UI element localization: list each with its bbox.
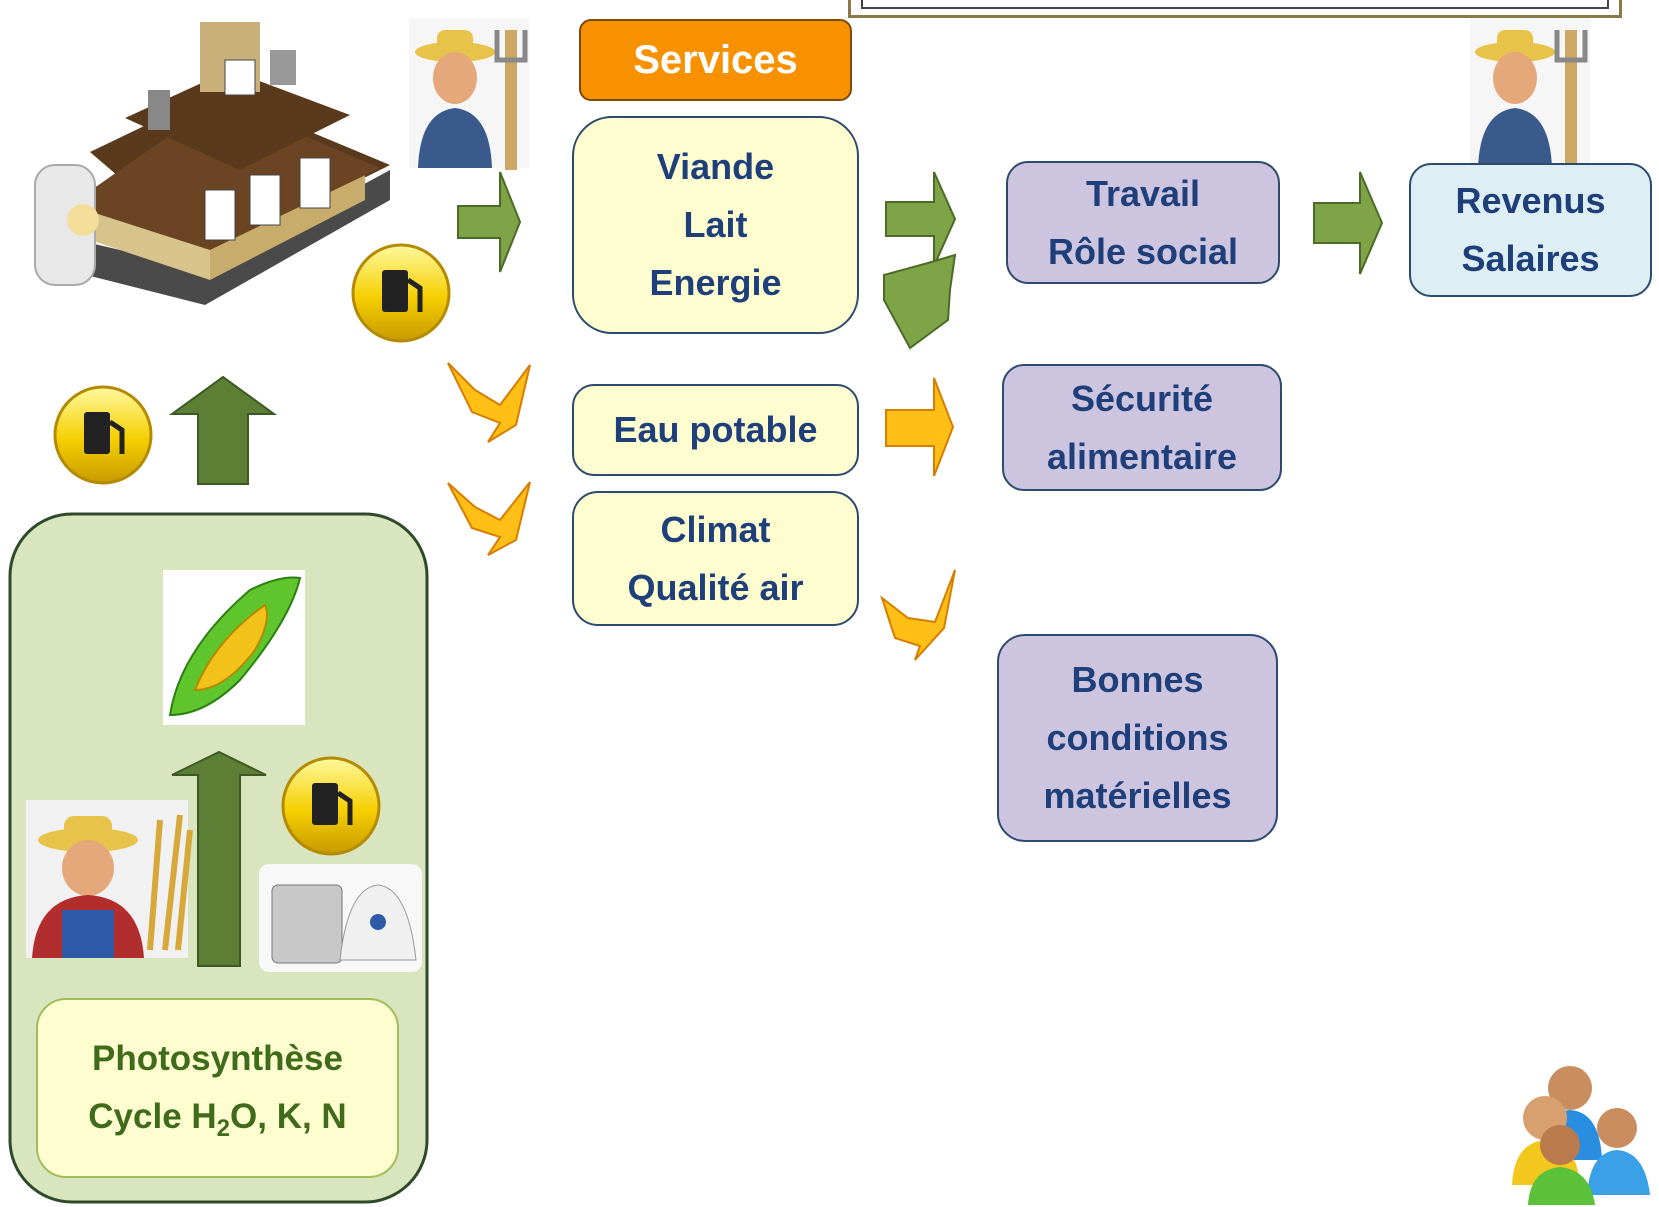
arrow-production-diagonal (883, 253, 957, 350)
security-label: Sécurité (1070, 377, 1214, 419)
production-box: Viande Lait Energie (572, 116, 859, 334)
material-label: matérielles (1043, 775, 1232, 816)
cycle-prefix: Cycle H (88, 1097, 217, 1136)
farmer-icon (409, 18, 529, 170)
food-label: alimentaire (1046, 435, 1238, 477)
fuel-icon (281, 756, 381, 856)
farmer-wheat-icon (26, 800, 193, 958)
living-conditions-box: Bonnes conditions matérielles (997, 634, 1278, 842)
social-role-label: Rôle social (1047, 230, 1239, 272)
air-quality-label: Qualité air (627, 566, 804, 608)
good-label: Bonnes (1071, 659, 1204, 700)
arrow-production-to-work (885, 171, 957, 267)
nutrient-cycle-label: Cycle H2O, K, N (88, 1088, 346, 1146)
arrow-water-to-security (885, 377, 955, 477)
farm-building-icon (34, 22, 390, 305)
fuel-icon (351, 243, 451, 343)
water-box: Eau potable (572, 384, 859, 476)
income-box: Revenus Salaires (1409, 163, 1652, 297)
top-banner (848, 0, 1622, 18)
up-arrow-crop (171, 750, 267, 967)
production-milk: Lait (683, 204, 748, 245)
arrow-farm-to-production (457, 171, 522, 273)
cycle-subscript: 2 (216, 1115, 231, 1142)
salaries-label: Salaires (1461, 238, 1600, 279)
fertilizer-bags-icon (259, 864, 422, 972)
services-label: Services (579, 19, 852, 101)
conditions-label: conditions (1046, 717, 1229, 758)
arrow-work-to-income (1313, 171, 1384, 275)
work-label: Travail (1085, 172, 1201, 214)
people-group-icon (1512, 1066, 1650, 1205)
climate-label: Climat (660, 508, 771, 550)
food-security-box: Sécurité alimentaire (1002, 364, 1282, 491)
arrow-climate-to-conditions (880, 569, 956, 661)
work-box: Travail Rôle social (1006, 161, 1280, 284)
services-text: Services (633, 38, 798, 82)
photosynthesis-label: Photosynthèse (92, 1039, 343, 1078)
farmer-icon (1470, 18, 1590, 170)
arrow-orange-to-water (447, 362, 531, 443)
corn-icon (163, 570, 305, 725)
photosynthesis-box: Photosynthèse Cycle H2O, K, N (36, 998, 399, 1178)
cycle-suffix: O, K, N (230, 1097, 347, 1136)
income-label: Revenus (1455, 180, 1606, 221)
arrow-orange-to-climate (447, 481, 531, 556)
production-energy: Energie (649, 262, 782, 303)
climate-box: Climat Qualité air (572, 491, 859, 626)
water-label: Eau potable (613, 409, 818, 450)
production-meat: Viande (656, 146, 775, 187)
up-arrow-farm (168, 375, 278, 485)
fuel-icon (53, 385, 153, 485)
